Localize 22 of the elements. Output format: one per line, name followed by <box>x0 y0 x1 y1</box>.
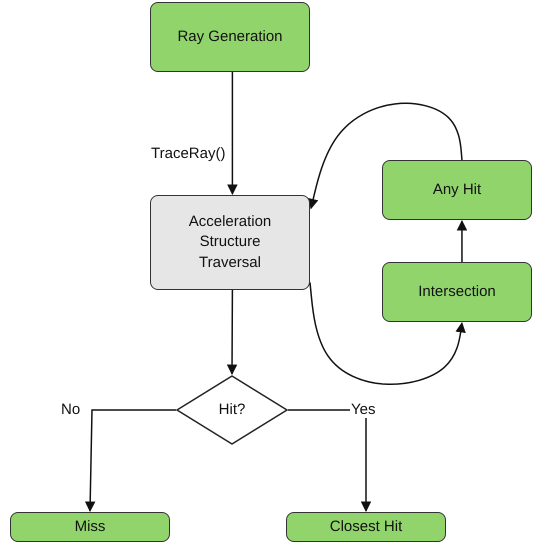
arrow <box>84 409 176 512</box>
node-label: Hit? <box>218 400 246 420</box>
edge-label: Yes <box>350 401 376 418</box>
edge-label: TraceRay() <box>150 145 226 162</box>
node-label: Closest Hit <box>328 516 404 537</box>
process-box <box>150 195 310 290</box>
arrow <box>309 282 466 386</box>
process-box <box>10 512 170 542</box>
arrow <box>227 72 238 196</box>
decision-diamond <box>176 375 288 445</box>
node-label: Any Hit <box>432 180 482 200</box>
process-box <box>286 512 446 542</box>
node-label: Ray Generation <box>176 26 284 47</box>
process-box <box>382 160 532 220</box>
node-label: Miss <box>74 516 106 537</box>
process-box <box>382 262 532 322</box>
node-label: Acceleration Structure Traversal <box>188 212 272 273</box>
node-label: Intersection <box>417 282 497 302</box>
arrow <box>456 220 468 262</box>
arrow <box>308 102 463 210</box>
arrow <box>226 290 238 376</box>
process-box <box>150 2 310 72</box>
